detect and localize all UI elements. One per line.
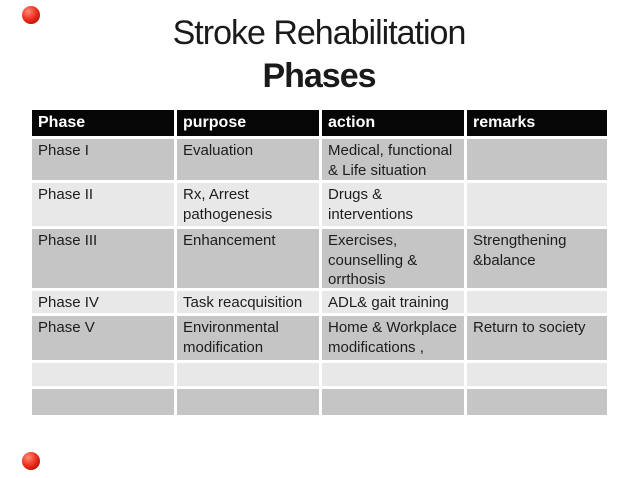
cell-action-1: Medical, functional & Life situation — [322, 139, 464, 180]
cell-phase-5: Phase V — [32, 316, 174, 360]
cell-purpose-2: Rx, Arrest pathogenesis — [177, 183, 319, 226]
phases-table: Phase purpose action remarks Phase I Eva… — [32, 110, 607, 415]
cell-phase-3: Phase III — [32, 229, 174, 288]
cell-purpose-4: Task reacquisition — [177, 291, 319, 313]
cell-action-5: Home & Workplace modifications , — [322, 316, 464, 360]
cell-remarks-5: Return to society — [467, 316, 607, 360]
cell-purpose-3: Enhancement — [177, 229, 319, 288]
cell-remarks-3: Strengthening &balance — [467, 229, 607, 288]
column-header-remarks: remarks — [467, 110, 607, 136]
cell-remarks-7 — [467, 389, 607, 415]
cell-purpose-7 — [177, 389, 319, 415]
title-line-2: Phases — [262, 57, 376, 95]
title-line-1: Stroke Rehabilitation — [172, 14, 467, 52]
cell-remarks-6 — [467, 363, 607, 386]
cell-phase-4: Phase IV — [32, 291, 174, 313]
slide-title: Stroke Rehabilitation Phases — [0, 12, 638, 98]
cell-action-4: ADL& gait training — [322, 291, 464, 313]
cell-phase-7 — [32, 389, 174, 415]
column-header-phase: Phase — [32, 110, 174, 136]
cell-remarks-1 — [467, 139, 607, 180]
cell-remarks-2 — [467, 183, 607, 226]
red-sphere-decoration-bottom — [22, 452, 40, 470]
cell-action-7 — [322, 389, 464, 415]
cell-phase-6 — [32, 363, 174, 386]
column-header-action: action — [322, 110, 464, 136]
cell-action-3: Exercises, counselling & orrthosis — [322, 229, 464, 288]
cell-action-6 — [322, 363, 464, 386]
cell-purpose-5: Environmental modification — [177, 316, 319, 360]
red-sphere-decoration-top — [22, 6, 40, 24]
cell-phase-1: Phase I — [32, 139, 174, 180]
column-header-purpose: purpose — [177, 110, 319, 136]
cell-remarks-4 — [467, 291, 607, 313]
cell-phase-2: Phase II — [32, 183, 174, 226]
cell-purpose-1: Evaluation — [177, 139, 319, 180]
cell-purpose-6 — [177, 363, 319, 386]
cell-action-2: Drugs & interventions — [322, 183, 464, 226]
